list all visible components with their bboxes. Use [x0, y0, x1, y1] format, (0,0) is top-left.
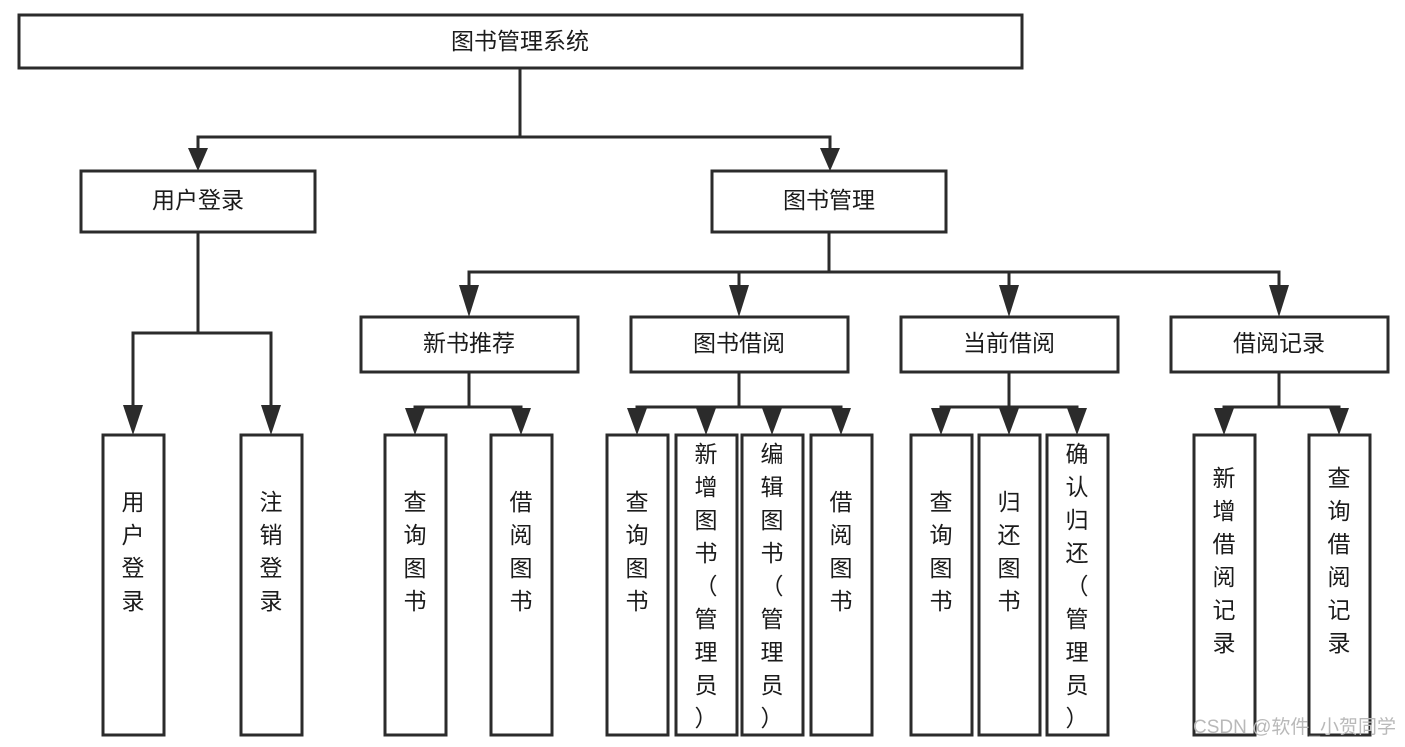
arrow-cb-to-leaf-1	[999, 408, 1019, 435]
leaf-user-logout-box[interactable]	[239, 433, 304, 737]
leaf-add-book-label: 新增图书（管理员）	[695, 441, 718, 731]
borrow-record-box[interactable]	[1169, 315, 1390, 374]
node-new-book-recommend[interactable]: 新书推荐	[359, 315, 580, 374]
node-user-login[interactable]: 用户登录	[79, 169, 317, 234]
node-leaf-confirm-return[interactable]: 确认归还（管理员）	[1045, 433, 1110, 737]
arrow-bb-to-leaf-0	[627, 408, 647, 435]
node-book-management[interactable]: 图书管理	[710, 169, 948, 234]
current-borrow-box[interactable]	[899, 315, 1120, 374]
node-leaf-borrow-book-1[interactable]: 借阅图书	[489, 433, 554, 737]
node-leaf-borrow-book-2[interactable]: 借阅图书	[809, 433, 874, 737]
leaf-user-login-box[interactable]	[101, 433, 166, 737]
leaf-user-logout-label: 注销登录	[260, 489, 283, 614]
book-management-label: 图书管理	[783, 187, 875, 213]
new-book-recommend-box[interactable]	[359, 315, 580, 374]
borrow-record-label: 借阅记录	[1233, 330, 1325, 356]
leaf-query-book-2-label: 查询图书	[626, 489, 649, 614]
node-root[interactable]: 图书管理系统	[17, 13, 1024, 70]
leaf-borrow-book-2-label: 借阅图书	[830, 489, 853, 614]
arrow-bm-to-book-borrow	[729, 285, 749, 317]
node-leaf-edit-book[interactable]: 编辑图书（管理员）	[740, 433, 805, 737]
root-box[interactable]	[17, 13, 1024, 70]
arrow-cb-to-leaf-0	[931, 408, 951, 435]
arrow-root-to-book-management	[820, 148, 840, 171]
node-leaf-query-book-1[interactable]: 查询图书	[383, 433, 448, 737]
leaf-confirm-return-box[interactable]	[1045, 433, 1110, 737]
leaf-confirm-return-label: 确认归还（管理员）	[1066, 441, 1089, 731]
arrow-bb-to-leaf-1	[696, 408, 716, 435]
leaf-user-login-label: 用户登录	[122, 489, 145, 614]
arrow-ul-to-leaf-0	[123, 405, 143, 435]
arrow-bb-to-leaf-3	[831, 408, 851, 435]
leaf-query-record-label: 查询借阅记录	[1328, 465, 1351, 656]
book-borrow-box[interactable]	[629, 315, 850, 374]
leaf-return-book-box[interactable]	[977, 433, 1042, 737]
connector-layer	[123, 66, 1349, 435]
user-login-label: 用户登录	[152, 187, 244, 213]
leaf-query-book-1-label: 查询图书	[404, 489, 427, 614]
leaf-query-book-2-box[interactable]	[605, 433, 670, 737]
book-borrow-label: 图书借阅	[693, 330, 785, 356]
node-book-borrow[interactable]: 图书借阅	[629, 315, 850, 374]
arrow-bm-to-new-book	[459, 285, 479, 317]
arrow-cb-to-leaf-2	[1067, 408, 1087, 435]
node-current-borrow[interactable]: 当前借阅	[899, 315, 1120, 374]
arrow-bm-to-borrow-record	[1269, 285, 1289, 317]
leaf-add-book-box[interactable]	[674, 433, 739, 737]
user-login-box[interactable]	[79, 169, 317, 234]
book-management-box[interactable]	[710, 169, 948, 234]
node-leaf-add-record[interactable]: 新增借阅记录	[1192, 433, 1257, 737]
leaf-borrow-book-1-label: 借阅图书	[510, 489, 533, 614]
arrow-ul-to-leaf-1	[261, 405, 281, 435]
root-label: 图书管理系统	[451, 28, 589, 54]
node-leaf-query-book-3[interactable]: 查询图书	[909, 433, 974, 737]
node-leaf-user-logout[interactable]: 注销登录	[239, 433, 304, 737]
arrow-br-to-leaf-1	[1329, 408, 1349, 435]
leaf-add-record-box[interactable]	[1192, 433, 1257, 737]
node-leaf-return-book[interactable]: 归还图书	[977, 433, 1042, 737]
arrow-nbr-to-leaf-1	[511, 408, 531, 435]
arrow-root-to-user-login	[188, 148, 208, 171]
leaf-edit-book-label: 编辑图书（管理员）	[761, 441, 784, 731]
arrow-bb-to-leaf-2	[762, 408, 782, 435]
leaf-return-book-label: 归还图书	[998, 489, 1021, 614]
node-leaf-query-record[interactable]: 查询借阅记录	[1307, 433, 1372, 737]
watermark-label: CSDN @软件_小贺同学	[1193, 716, 1396, 738]
leaf-borrow-book-1-box[interactable]	[489, 433, 554, 737]
leaf-borrow-book-2-box[interactable]	[809, 433, 874, 737]
leaf-add-record-label: 新增借阅记录	[1213, 465, 1236, 656]
leaf-query-book-1-box[interactable]	[383, 433, 448, 737]
node-leaf-add-book[interactable]: 新增图书（管理员）	[674, 433, 739, 737]
leaf-query-book-3-box[interactable]	[909, 433, 974, 737]
arrow-br-to-leaf-0	[1214, 408, 1234, 435]
leaf-query-record-box[interactable]	[1307, 433, 1372, 737]
arrow-nbr-to-leaf-0	[405, 408, 425, 435]
arrow-bm-to-current-borrow	[999, 285, 1019, 317]
node-leaf-user-login[interactable]: 用户登录	[101, 433, 166, 737]
current-borrow-label: 当前借阅	[963, 330, 1055, 356]
leaf-edit-book-box[interactable]	[740, 433, 805, 737]
node-borrow-record[interactable]: 借阅记录	[1169, 315, 1390, 374]
node-leaf-query-book-2[interactable]: 查询图书	[605, 433, 670, 737]
leaf-query-book-3-label: 查询图书	[930, 489, 953, 614]
new-book-recommend-label: 新书推荐	[423, 330, 515, 356]
